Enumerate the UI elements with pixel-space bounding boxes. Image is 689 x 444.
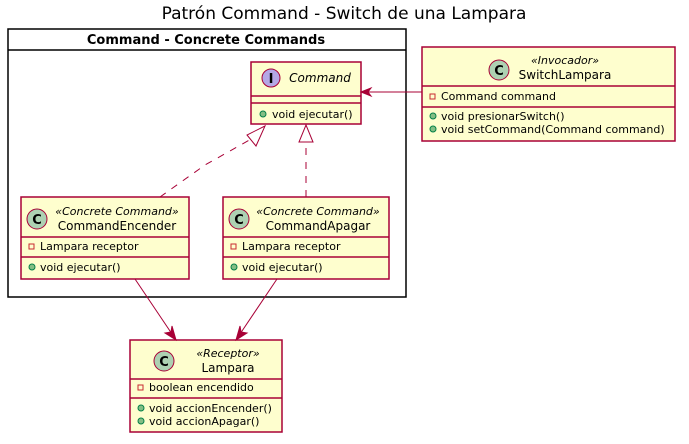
class-name: CommandApagar (266, 219, 371, 233)
public-visibility-icon (137, 417, 145, 425)
edge-encender-to-lampara (134, 278, 177, 342)
public-visibility-icon (429, 125, 437, 133)
method: void ejecutar() (242, 261, 323, 274)
field: Command command (441, 90, 556, 103)
method: void presionarSwitch() (441, 110, 565, 123)
class-badge-icon (228, 208, 250, 230)
private-visibility-icon (230, 243, 237, 250)
private-visibility-icon (28, 243, 35, 250)
class-badge-icon (153, 350, 175, 372)
stereotype: «Concrete Command» (55, 205, 179, 218)
class-lampara[interactable]: C «Receptor» Lampara boolean encendido v… (129, 339, 283, 433)
arrow-head-icon (359, 86, 373, 98)
class-badge-icon (488, 59, 510, 81)
realization-arrow-icon (246, 124, 267, 147)
private-visibility-icon (137, 384, 144, 391)
stereotype: «Receptor» (196, 347, 260, 360)
edge-apagar-realizes-command (298, 123, 314, 197)
class-name: Command (289, 71, 351, 85)
edge-apagar-to-lampara (235, 278, 278, 342)
stereotype: «Concrete Command» (256, 205, 380, 218)
arrow-head-icon (235, 325, 249, 342)
class-name: SwitchLampara (519, 68, 612, 82)
realization-arrow-icon (298, 123, 314, 143)
class-switch-lampara[interactable]: C «Invocador» SwitchLampara Command comm… (421, 46, 676, 142)
class-badge-icon (26, 208, 48, 230)
field: Lampara receptor (242, 240, 341, 253)
class-badge-letter: C (234, 213, 244, 228)
class-name: Lampara (202, 361, 255, 375)
class-badge-letter: C (159, 355, 169, 370)
package-concrete-commands: Command - Concrete Commands (7, 28, 407, 298)
class-command-encender[interactable]: C «Concrete Command» CommandEncender Lam… (20, 196, 190, 280)
public-visibility-icon (259, 110, 267, 118)
field: boolean encendido (149, 381, 254, 394)
class-name: CommandEncender (58, 219, 176, 233)
diagram-title: Patrón Command - Switch de una Lampara (162, 4, 527, 24)
public-visibility-icon (137, 404, 145, 412)
method: void ejecutar() (40, 261, 121, 274)
edge-switch-to-command (359, 86, 422, 98)
method: void accionEncender() (149, 402, 272, 415)
method: void ejecutar() (272, 108, 353, 121)
package-label: Command - Concrete Commands (87, 33, 325, 48)
interface-badge-letter: I (269, 72, 274, 87)
class-command[interactable]: I Command void ejecutar() (250, 61, 362, 125)
interface-badge-icon (261, 68, 281, 88)
edge-encender-realizes-command (159, 124, 267, 198)
public-visibility-icon (230, 263, 238, 271)
class-badge-letter: C (494, 64, 504, 79)
arrow-head-icon (163, 325, 177, 342)
public-visibility-icon (28, 263, 36, 271)
method: void accionApagar() (149, 415, 259, 428)
class-badge-letter: C (32, 213, 42, 228)
class-command-apagar[interactable]: C «Concrete Command» CommandApagar Lampa… (222, 196, 390, 280)
field: Lampara receptor (40, 240, 139, 253)
stereotype: «Invocador» (531, 54, 599, 67)
public-visibility-icon (429, 112, 437, 120)
private-visibility-icon (429, 93, 436, 100)
method: void setCommand(Command command) (441, 123, 665, 136)
